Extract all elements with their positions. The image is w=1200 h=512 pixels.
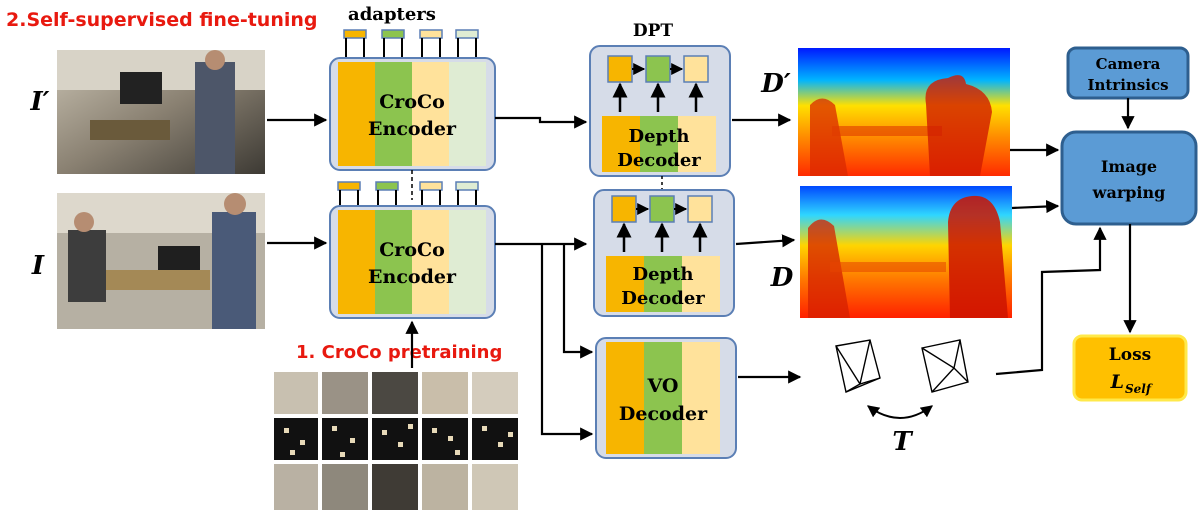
loss-symbol: L xyxy=(1110,371,1124,393)
relative-pose-arrow xyxy=(867,405,933,419)
depth-prime-label: D′ xyxy=(760,69,791,99)
depth-decoder-top-line1: Depth xyxy=(628,126,689,147)
camera-frustum-2 xyxy=(921,339,969,393)
loss-box: Loss L Self xyxy=(1072,334,1188,402)
loss-line1: Loss xyxy=(1109,345,1151,365)
depth-decoder-bottom-line2: Decoder xyxy=(621,288,705,309)
input-image-prime xyxy=(57,50,265,174)
input-label: I xyxy=(31,251,45,281)
vo-decoder: VO Decoder xyxy=(595,337,737,459)
vo-decoder-line1: VO xyxy=(647,375,679,397)
pretraining-title: 1. CroCo pretraining xyxy=(296,342,502,363)
fine-tuning-title: 2.Self-supervised fine-tuning xyxy=(6,9,318,31)
encoder-bottom-line1: CroCo xyxy=(379,239,445,261)
camera-frustum-1 xyxy=(835,339,881,393)
input-image xyxy=(57,193,265,329)
depth-decoder-top: Depth Decoder xyxy=(589,45,731,177)
warping-line2: warping xyxy=(1092,183,1166,202)
encoder-bottom-line2: Encoder xyxy=(368,266,457,288)
depth-map xyxy=(800,186,1012,318)
camera-line2: Intrinsics xyxy=(1087,76,1168,94)
croco-encoder-bottom: CroCo Encoder xyxy=(329,205,496,319)
depth-decoder-bottom: Depth Decoder xyxy=(593,189,735,317)
input-prime-label: I′ xyxy=(29,87,49,117)
depth-label: D xyxy=(770,263,794,293)
connections xyxy=(267,98,1137,441)
pose-label: T xyxy=(892,427,913,457)
croco-encoder-top: CroCo Encoder xyxy=(329,57,496,171)
camera-line1: Camera xyxy=(1096,55,1161,73)
camera-intrinsics-box: Camera Intrinsics xyxy=(1066,46,1190,100)
warping-line1: Image xyxy=(1101,157,1157,176)
encoder-top-line1: CroCo xyxy=(379,91,445,113)
pretraining-image-grid xyxy=(272,370,520,512)
adapters-top xyxy=(343,29,479,60)
image-warping-box: Image warping xyxy=(1060,130,1198,226)
adapters-label: adapters xyxy=(348,4,436,25)
adapters-bottom xyxy=(337,181,479,208)
encoder-top-line2: Encoder xyxy=(368,118,457,140)
loss-subscript: Self xyxy=(1125,382,1153,396)
dpt-label: DPT xyxy=(633,21,674,41)
vo-decoder-line2: Decoder xyxy=(619,403,708,425)
depth-decoder-top-line2: Decoder xyxy=(617,150,701,171)
depth-map-prime xyxy=(798,48,1010,176)
depth-decoder-bottom-line1: Depth xyxy=(632,264,693,285)
